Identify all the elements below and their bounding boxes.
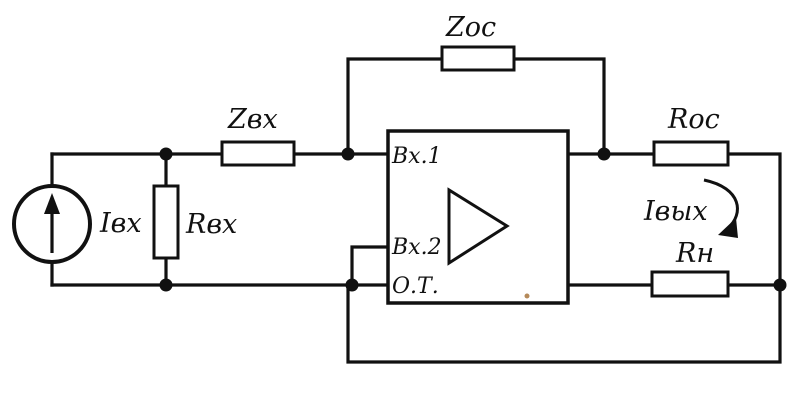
label-i-input: Iвх	[99, 208, 142, 239]
label-amp-input-2: Вх.2	[391, 235, 442, 260]
label-z-feedback: Zос	[445, 12, 496, 43]
node-inp1	[341, 147, 355, 161]
label-r-input: Rвх	[185, 209, 237, 240]
resistor-z-input	[220, 140, 296, 167]
label-z-input: Zвх	[227, 104, 278, 135]
node-load-right	[773, 278, 787, 292]
node-output	[597, 147, 611, 161]
resistor-r-feedback	[652, 140, 730, 167]
paper-speck	[524, 293, 530, 299]
output-current-arrow-icon	[703, 178, 739, 238]
wire-bottom-return	[346, 283, 782, 364]
wire-output-top	[566, 152, 782, 287]
resistor-r-input	[152, 184, 180, 260]
junction-nodes	[159, 147, 787, 292]
node-rin-bottom	[159, 278, 173, 292]
wire-feedback-top	[346, 57, 606, 156]
current-source	[12, 184, 92, 264]
label-amp-common: О.Т.	[392, 274, 439, 299]
resistor-r-load	[650, 270, 730, 298]
resistor-z-feedback	[440, 45, 516, 72]
current-source-arrow-up-icon	[44, 193, 60, 214]
opamp-triangle-icon	[447, 187, 510, 266]
label-r-load: Rн	[675, 238, 714, 269]
node-common	[345, 278, 359, 292]
node-rin-top	[159, 147, 173, 161]
wire-inp2-link	[350, 245, 390, 287]
label-i-output: Iвых	[643, 196, 708, 227]
label-r-feedback: Rос	[667, 104, 720, 135]
label-amp-input-1: Вх.1	[391, 144, 442, 169]
